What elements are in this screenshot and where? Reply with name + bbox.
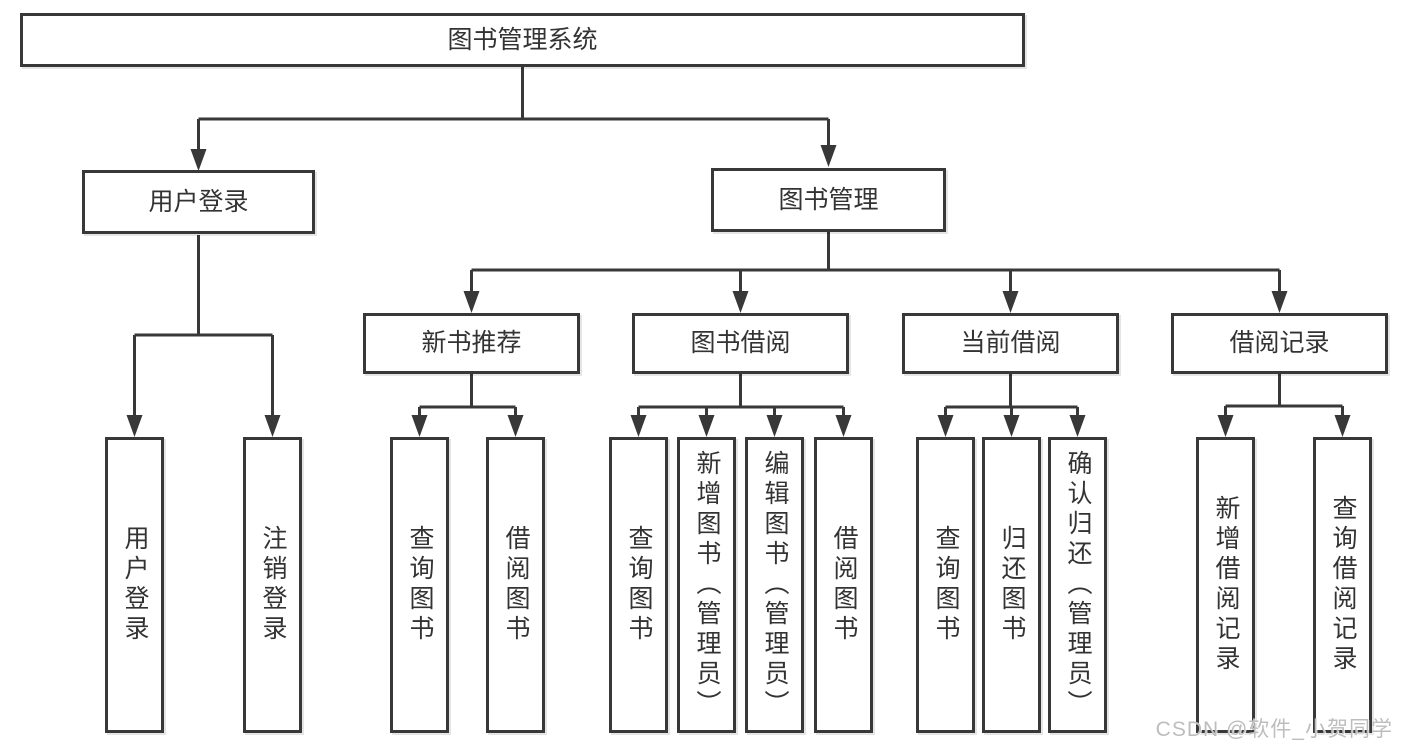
node-label: 当前借阅 <box>960 329 1061 357</box>
leaf-query-borrow-record: 查询借阅记录 <box>1313 437 1372 733</box>
node-label: 查询图书 <box>625 525 653 645</box>
node-label: 新书推荐 <box>421 329 522 357</box>
node-label: 借阅图书 <box>830 525 858 645</box>
leaf-logout: 注销登录 <box>243 437 302 733</box>
leaf-borrow-books-1: 借阅图书 <box>486 437 545 733</box>
leaf-query-books-1: 查询图书 <box>390 437 449 733</box>
node-label: 借阅图书 <box>502 525 530 645</box>
node-root-system: 图书管理系统 <box>20 13 1025 67</box>
leaf-add-borrow-record: 新增借阅记录 <box>1196 437 1255 733</box>
csdn-watermark: CSDN @软件_小贺同学 <box>1155 718 1393 741</box>
node-book-borrowing: 图书借阅 <box>632 313 849 374</box>
node-borrow-records: 借阅记录 <box>1171 313 1388 374</box>
node-label: 新增图书（管理员） <box>693 450 721 720</box>
node-label: 借阅记录 <box>1229 329 1330 357</box>
node-label: 图书借阅 <box>690 329 791 357</box>
node-user-login: 用户登录 <box>82 170 315 234</box>
leaf-query-books-2: 查询图书 <box>609 437 668 733</box>
node-label: 注销登录 <box>259 525 287 645</box>
node-label: 图书管理系统 <box>447 25 598 54</box>
node-label: 归还图书 <box>998 525 1026 645</box>
node-label: 用户登录 <box>148 187 249 216</box>
node-label: 查询借阅记录 <box>1329 495 1357 675</box>
node-label: 查询图书 <box>406 525 434 645</box>
node-label: 新增借阅记录 <box>1212 495 1240 675</box>
leaf-borrow-books-2: 借阅图书 <box>814 437 873 733</box>
node-label: 确认归还（管理员） <box>1064 450 1092 720</box>
leaf-edit-books-admin: 编辑图书（管理员） <box>745 437 804 733</box>
leaf-user-login: 用户登录 <box>105 437 164 733</box>
node-label: 查询图书 <box>932 525 960 645</box>
node-label: 编辑图书（管理员） <box>761 450 789 720</box>
leaf-query-books-3: 查询图书 <box>916 437 975 733</box>
leaf-confirm-return-admin: 确认归还（管理员） <box>1048 437 1107 733</box>
leaf-add-books-admin: 新增图书（管理员） <box>677 437 736 733</box>
node-label: 图书管理 <box>778 185 879 214</box>
leaf-return-books: 归还图书 <box>982 437 1041 733</box>
node-label: 用户登录 <box>121 525 149 645</box>
node-new-book-recommend: 新书推荐 <box>363 313 580 374</box>
node-book-management: 图书管理 <box>711 168 946 232</box>
node-current-borrowing: 当前借阅 <box>902 313 1119 374</box>
